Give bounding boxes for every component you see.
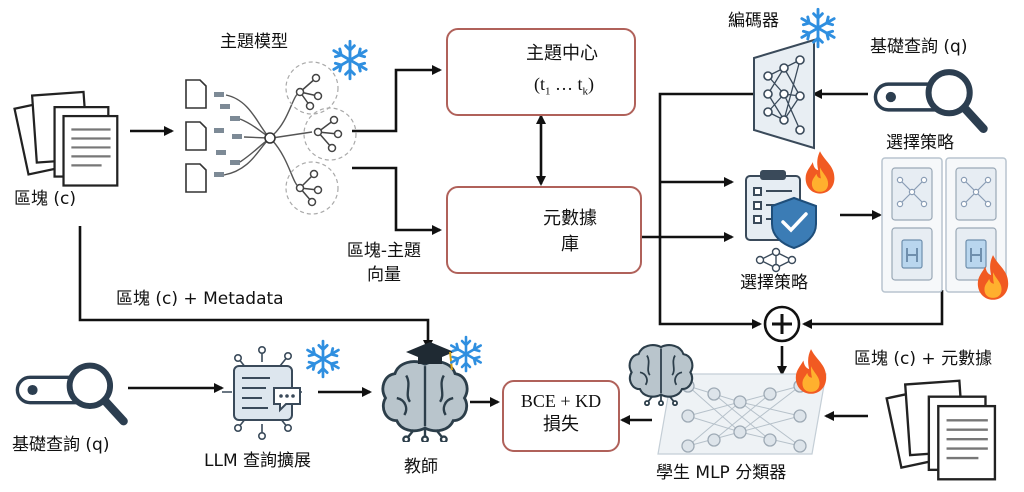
chunk-metadata-label: 區塊 (c) + Metadata [116, 289, 284, 309]
range-sub1: 1 [545, 85, 551, 98]
topic-centers-box [446, 28, 636, 116]
magnifier-icon [17, 366, 123, 422]
loss-label: BCE + KD 損失 [502, 390, 620, 437]
arrow-topic-to-centers [352, 65, 442, 133]
selection-strategy-mid-label: 選擇策略 [740, 273, 808, 293]
arrows [78, 65, 944, 425]
base-query-top-label: 基礎查詢 (q) [870, 37, 968, 57]
chunks-label: 區塊 (c) [14, 189, 77, 210]
arrow-encoder-left-line [658, 92, 762, 329]
range-t1: t [540, 74, 546, 94]
encoder-label: 編碼器 [728, 11, 779, 31]
loss-line2: 損失 [543, 414, 579, 435]
chunk-topic-vector-label: 區塊-主題 向量 [336, 240, 432, 288]
range-mid: … t [555, 74, 583, 94]
strategy-diagram-graphic [881, 157, 1007, 293]
metadata-db-line1: 元數據 [543, 208, 597, 229]
snowflake-icon [306, 339, 340, 379]
chunk-topic-vec-line1: 區塊-主題 [346, 241, 422, 261]
plus-circle-icon [763, 305, 801, 343]
topic-centers-range: (t1 … tk) [534, 74, 595, 98]
selection-strategy-right-label: 選擇策略 [886, 133, 954, 153]
selection-strategy-graphic [745, 170, 817, 273]
arrow-topic-to-db [352, 166, 442, 235]
student-label: 學生 MLP 分類器 [656, 463, 787, 483]
snowflake-icon [449, 335, 483, 373]
document-stack-icon [885, 379, 997, 481]
chunk-topic-vec-line2: 向量 [367, 264, 401, 285]
snowflake-icon [332, 39, 368, 81]
document-stack-icon [13, 90, 119, 187]
llm-expansion-label: LLM 查詢擴展 [204, 451, 312, 471]
encoder-neural-network-icon [753, 38, 815, 150]
metadata-db-label: 元數據 庫 [520, 206, 620, 258]
loss-box [502, 380, 620, 452]
student-mlp-icon [628, 344, 827, 455]
range-subk: k [582, 85, 589, 98]
chunk-plus-metadata-label: 區塊 (c) + 元數據 [854, 349, 993, 369]
magnifier-icon [875, 72, 983, 129]
teacher-label: 教師 [404, 457, 438, 477]
teacher-brain-icon [381, 342, 469, 442]
loss-line1: BCE + KD [520, 391, 602, 411]
topic-model-label: 主題模型 [220, 32, 288, 52]
base-query-bottom-label: 基礎查詢 (q) [12, 435, 110, 455]
metadata-db-line2: 庫 [561, 234, 579, 256]
topic-model-graphic [185, 61, 357, 215]
metadata-db-box [446, 186, 642, 274]
flame-icon [805, 151, 835, 194]
arrow-strategy-to-plus [802, 290, 944, 329]
chunks-label-text: 區塊 (c) [14, 189, 77, 209]
arrow-metadata-to-teacher [78, 226, 433, 350]
topic-centers-title: 主題中心 [526, 43, 598, 64]
flame-icon [795, 349, 827, 394]
snowflake-icon [800, 7, 836, 49]
llm-expansion-icon [222, 345, 302, 440]
